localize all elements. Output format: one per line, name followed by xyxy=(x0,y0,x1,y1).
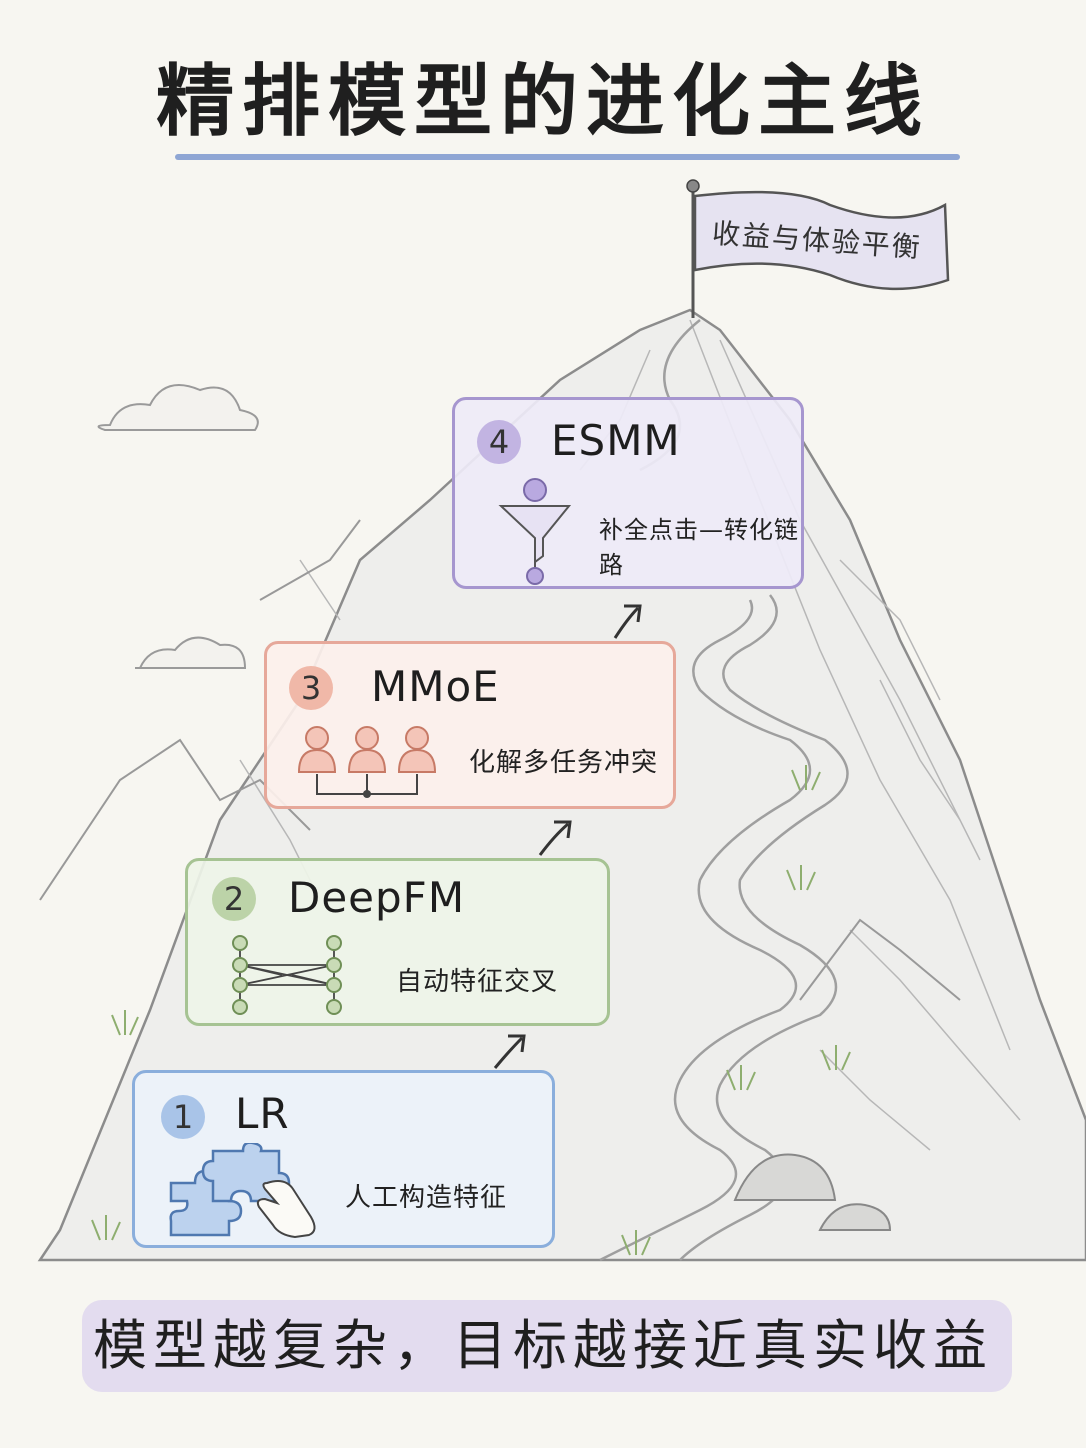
step-desc: 补全点击—转化链路 xyxy=(599,516,799,579)
rocks xyxy=(733,1153,892,1231)
funnel-icon xyxy=(498,478,571,585)
step-card-esmm: 4 ESMM 补全点击—转化链路 xyxy=(452,397,804,589)
title-underline xyxy=(175,154,960,160)
cloud-icon xyxy=(97,384,259,431)
arrow-icon xyxy=(538,820,572,856)
step-name: ESMM xyxy=(551,416,681,465)
step-number: 4 xyxy=(477,420,521,464)
cloud-icon xyxy=(135,636,247,669)
step-number: 3 xyxy=(289,666,333,710)
step-card-lr: 1 LR 人工构造特征 xyxy=(132,1070,555,1248)
step-desc: 自动特征交叉 xyxy=(396,967,559,997)
step-name: LR xyxy=(235,1089,290,1138)
step-name: DeepFM xyxy=(288,873,466,922)
puzzle-hand-icon xyxy=(169,1143,316,1239)
step-desc: 化解多任务冲突 xyxy=(469,748,659,778)
footer-text: 模型越复杂，目标越接近真实收益 xyxy=(93,1314,993,1377)
step-number: 2 xyxy=(212,877,256,921)
feature-cross-network-icon xyxy=(232,935,342,1015)
footer-highlight xyxy=(82,1300,1012,1392)
arrow-icon xyxy=(613,604,642,639)
page-title: 精排模型的进化主线 xyxy=(155,57,930,147)
step-number: 1 xyxy=(161,1095,205,1139)
step-name: MMoE xyxy=(371,662,500,711)
grass-tufts xyxy=(91,765,851,1256)
flag xyxy=(693,190,950,291)
three-experts-icon xyxy=(297,726,437,798)
step-card-mmoe: 3 MMoE 化解多任务冲突 xyxy=(264,641,676,809)
arrow-icon xyxy=(493,1034,526,1069)
step-card-deepfm: 2 DeepFM 自动特征交叉 xyxy=(185,858,610,1026)
step-desc: 人工构造特征 xyxy=(345,1183,508,1213)
